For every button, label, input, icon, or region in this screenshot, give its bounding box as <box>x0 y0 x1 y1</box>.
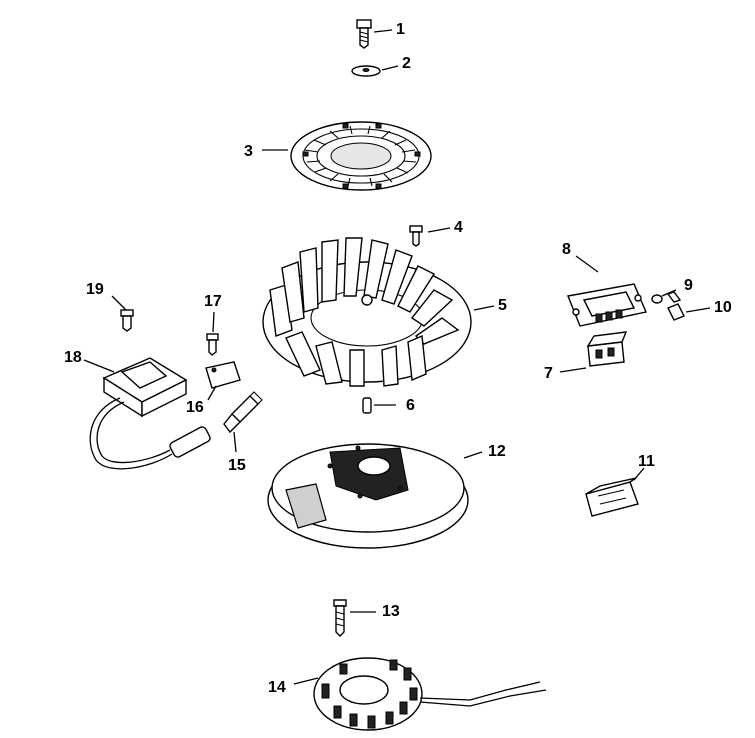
callout-19: 19 <box>86 281 104 298</box>
callout-17: 17 <box>204 293 222 310</box>
callout-12: 12 <box>488 443 506 460</box>
part-11-rectifier <box>585 477 639 517</box>
part-12-flywheel <box>267 443 469 549</box>
part-5-fan <box>262 237 472 387</box>
callout-8: 8 <box>562 241 571 258</box>
part-13-bolt <box>333 599 347 637</box>
callout-3: 3 <box>244 143 253 160</box>
leader-lines <box>83 29 711 685</box>
callout-15: 15 <box>228 457 246 474</box>
part-6-key <box>362 397 372 414</box>
callout-5: 5 <box>498 297 507 314</box>
callout-16: 16 <box>186 399 204 416</box>
callout-6: 6 <box>406 397 415 414</box>
part-8-regulator <box>567 283 647 327</box>
callout-10: 10 <box>714 299 732 316</box>
callout-4: 4 <box>454 219 463 236</box>
callout-18: 18 <box>64 349 82 366</box>
part-16-clip <box>205 361 241 389</box>
part-15-spark-plug <box>223 391 263 434</box>
part-19-screw <box>120 309 134 332</box>
callout-14: 14 <box>268 679 286 696</box>
callout-13: 13 <box>382 603 400 620</box>
part-9-washer <box>651 294 663 304</box>
part-2-washer <box>351 65 381 77</box>
part-3-screen-disc <box>290 121 432 191</box>
callout-9: 9 <box>684 277 693 294</box>
part-7-connector <box>586 331 628 367</box>
callout-2: 2 <box>402 55 411 72</box>
callout-labels: 1 2 3 4 5 6 7 8 9 10 11 12 13 14 15 16 1… <box>64 21 732 696</box>
callout-7: 7 <box>544 365 553 382</box>
part-4-bolt <box>409 225 423 247</box>
callout-11: 11 <box>638 453 655 470</box>
part-14-stator <box>313 657 547 731</box>
part-10-screw <box>666 291 685 321</box>
part-17-screw <box>206 333 219 356</box>
part-1-screw <box>356 19 372 49</box>
callout-1: 1 <box>396 21 405 38</box>
part-18-ignition-module <box>89 357 211 470</box>
